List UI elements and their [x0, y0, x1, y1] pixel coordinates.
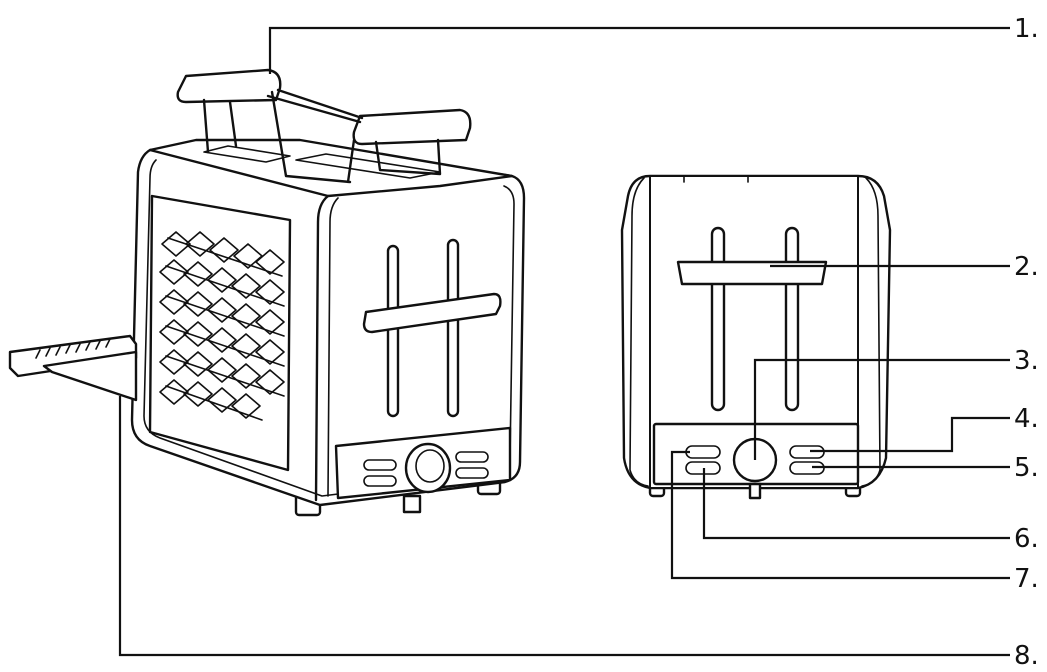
callout-7: 7.: [1014, 564, 1039, 594]
callout-labels: 1. 2. 3. 4. 5. 6. 7. 8.: [1014, 14, 1039, 671]
body-corner-edge-inner: [327, 197, 339, 497]
top-slot-1: [203, 145, 291, 163]
panel-base-tab: [402, 494, 422, 514]
browning-knob-inner: [415, 449, 445, 483]
leader-lines: [118, 26, 1010, 657]
panel-button-bl: [363, 475, 397, 487]
callout-2: 2.: [1014, 252, 1039, 282]
front-face: [649, 175, 859, 489]
front-slot-left: [386, 244, 400, 418]
callout-3: 3.: [1014, 346, 1039, 376]
toaster-perspective-view: [8, 68, 526, 517]
callout-1: 1.: [1014, 14, 1039, 44]
panel-button-tl: [363, 459, 397, 471]
leader-1: [268, 26, 1010, 74]
front-view-slot-right: [784, 226, 800, 412]
callout-5: 5.: [1014, 453, 1039, 483]
callout-4: 4.: [1014, 404, 1039, 434]
leader-7: [670, 450, 1010, 580]
callout-6: 6.: [1014, 524, 1039, 554]
callout-8: 8.: [1014, 641, 1039, 671]
leader-3: [753, 358, 1010, 460]
panel-button-br: [455, 467, 489, 479]
body-corner-edge: [314, 194, 330, 502]
front-slot-right: [446, 238, 460, 418]
front-body-inner-right: [861, 177, 881, 487]
browning-knob: [404, 442, 452, 494]
side-diamond-pattern: [159, 231, 285, 421]
crumb-tray-rail: [42, 350, 138, 402]
leader-4: [810, 416, 1010, 453]
front-view-lever: [676, 260, 828, 286]
rack-handle-right: [352, 108, 472, 146]
leader-6: [702, 468, 1010, 540]
front-view-base-tab: [748, 482, 762, 500]
toaster-body-inner: [143, 159, 515, 497]
front-view-slot-left: [710, 226, 726, 412]
panel-button-tr: [455, 451, 489, 463]
crumb-tray: [8, 334, 138, 402]
lever-front: [362, 292, 502, 334]
warming-rack: [176, 68, 472, 184]
rack-handle-left: [176, 68, 282, 104]
leader-8: [118, 396, 1010, 657]
front-body-inner-left: [629, 177, 649, 487]
